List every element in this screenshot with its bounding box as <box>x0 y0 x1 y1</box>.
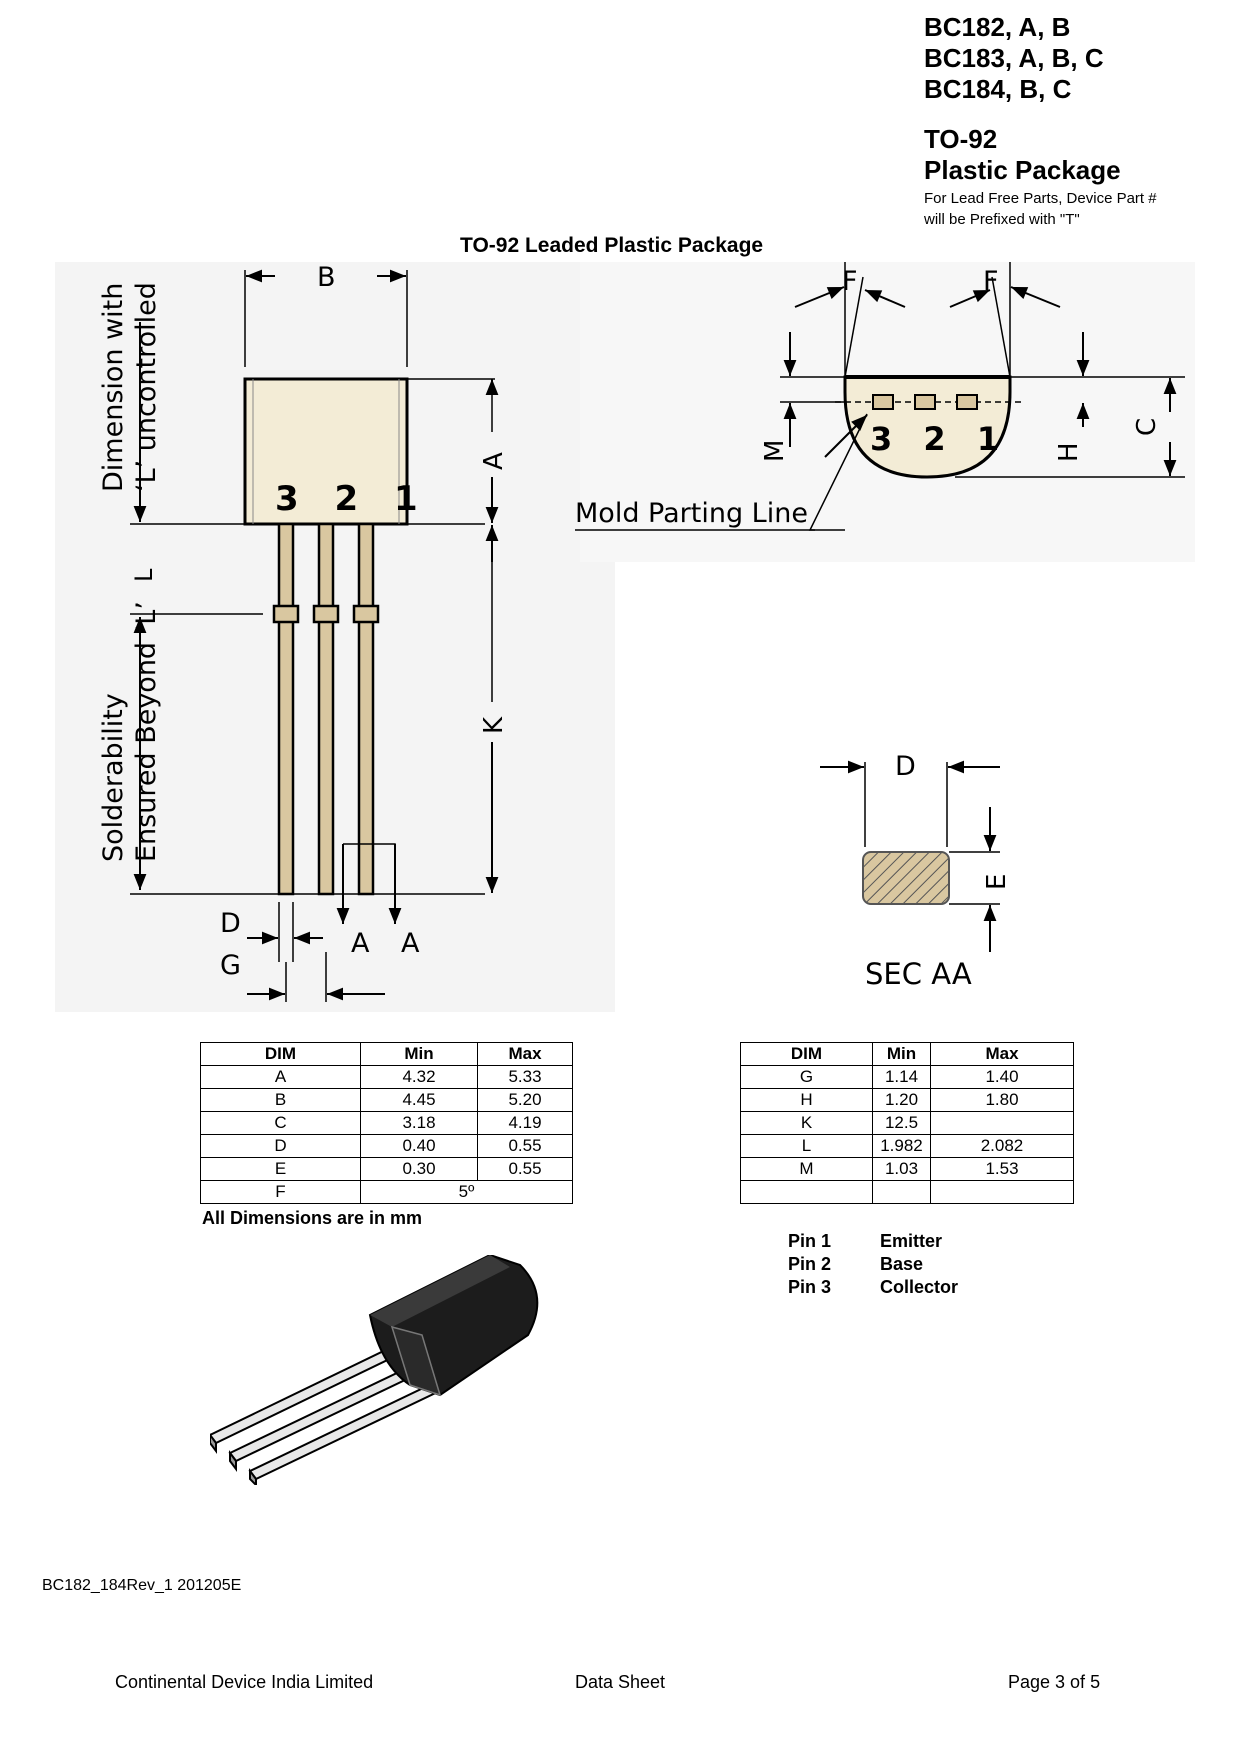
label-d-section: D <box>895 751 916 782</box>
label-a: A <box>479 452 509 470</box>
label-sec-aa: SEC AA <box>865 957 972 991</box>
table-header-row: DIM Min Max <box>740 1042 1074 1066</box>
arrow-f-left-2 <box>864 289 906 308</box>
lead-free-line-1: For Lead Free Parts, Device Part # <box>924 190 1157 207</box>
lead-free-line-2: will be Prefixed with "T" <box>924 211 1080 228</box>
label-dim-with: Dimension with <box>98 283 129 492</box>
header-min: Min <box>872 1042 931 1066</box>
label-f-left: F <box>842 266 858 297</box>
body-pin-numbers: 3 2 1 <box>275 479 430 519</box>
package-name: TO-92 Plastic Package <box>924 124 1121 186</box>
part-line-1: BC182, A, B <box>924 12 1071 42</box>
label-e: E <box>982 874 1012 890</box>
header-min: Min <box>360 1042 478 1066</box>
label-h: H <box>1054 442 1084 462</box>
label-l: L <box>130 568 158 582</box>
footer-doc-type: Data Sheet <box>575 1672 666 1692</box>
part-line-3: BC184, B, C <box>924 74 1072 104</box>
label-ensured-beyond: Ensured Beyond ‘L’ <box>131 601 162 862</box>
label-m: M <box>760 440 790 462</box>
arrow-f-right-2 <box>1010 286 1061 308</box>
package-outline-drawing: Dimension with ‘L’ uncontrolled Solderab… <box>55 262 1195 1012</box>
figure-title: TO-92 Leaded Plastic Package <box>460 234 764 257</box>
bottom-view-pin-numbers: 3 2 1 <box>870 420 1009 458</box>
header-dim: DIM <box>200 1042 361 1066</box>
label-section-a-2: A <box>401 928 420 959</box>
footer-page-number: Page 3 of 5 <box>1008 1672 1101 1692</box>
table-header-row: DIM Min Max <box>200 1042 573 1066</box>
document-id: BC182_184Rev_1 201205E <box>42 1577 242 1594</box>
label-section-a-1: A <box>351 928 370 959</box>
header-dim: DIM <box>740 1042 873 1066</box>
arrow-f-right-1 <box>949 289 991 308</box>
part-line-2: BC183, A, B, C <box>924 43 1104 73</box>
package-body-front <box>243 377 409 526</box>
leads <box>272 522 380 896</box>
label-f-right: F <box>983 266 999 297</box>
label-k: K <box>479 716 509 734</box>
table-row <box>740 1180 1074 1204</box>
lead-cross-section <box>862 851 950 905</box>
dimensions-unit-note: All Dimensions are in mm <box>202 1208 423 1228</box>
package-line-1: TO-92 <box>924 124 998 154</box>
label-mold-parting-line: Mold Parting Line <box>575 498 808 529</box>
package-line-2: Plastic Package <box>924 155 1121 185</box>
label-d-lead: D <box>220 908 241 939</box>
label-b: B <box>317 262 336 293</box>
label-l-uncontrolled: ‘L’ uncontrolled <box>131 282 162 492</box>
label-c: C <box>1132 418 1162 436</box>
header-max: Max <box>477 1042 573 1066</box>
label-solderability: Solderability <box>98 693 129 862</box>
arrow-mold-parting <box>824 414 868 458</box>
footer-company: Continental Device India Limited <box>115 1672 374 1692</box>
label-g: G <box>220 950 241 981</box>
package-3d-illustration <box>210 1255 539 1485</box>
arrow-f-left-1 <box>794 286 845 308</box>
part-numbers: BC182, A, B BC183, A, B, C BC184, B, C <box>924 12 1104 105</box>
header-max: Max <box>930 1042 1074 1066</box>
lead-free-note: For Lead Free Parts, Device Part # will … <box>924 188 1157 230</box>
